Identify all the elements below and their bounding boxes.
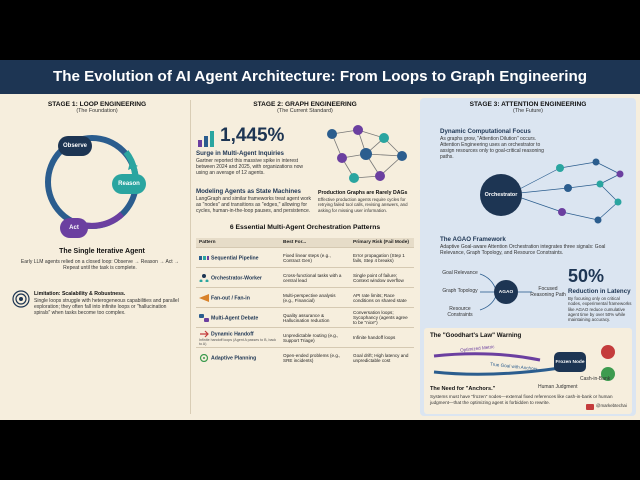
signal-graph-topology: Graph Topology — [442, 288, 478, 294]
focus-title: Dynamic Computational Focus — [440, 128, 531, 135]
stat-value: 1,445% — [220, 125, 285, 146]
latency-stat: 50% — [568, 266, 605, 286]
patterns-title: 6 Essential Multi-Agent Orchestration Pa… — [229, 224, 381, 231]
pattern-best: Fixed linear steps (e.g., Contract Gen) — [280, 247, 350, 268]
state-machine-text: LangGraph and similar frameworks treat a… — [196, 196, 312, 214]
pattern-name: Multi-Agent Debate — [211, 314, 259, 321]
table-header: Pattern — [196, 238, 280, 248]
frozen-node: Frozen Node — [554, 352, 586, 372]
orchestrator-icon — [199, 273, 209, 282]
dag-text: Effective production agents require cycl… — [318, 197, 408, 213]
stage3-panel: STAGE 3: ATTENTION ENGINEERING (The Futu… — [420, 98, 636, 416]
orchestrator-node: Orchestrator — [480, 174, 522, 216]
table-row: Orchestrator-Worker Cross-functional tas… — [196, 267, 414, 288]
focus-text: As graphs grow, "Attention Dilution" occ… — [440, 136, 544, 160]
human-label: Human Judgment — [538, 384, 578, 390]
pattern-name: Fan-out / Fan-in — [211, 294, 250, 301]
page-title: The Evolution of AI Agent Architecture: … — [0, 60, 640, 94]
bar-chart-icon — [198, 131, 214, 147]
stage3-subtitle: (The Future) — [513, 108, 543, 114]
agent-text: Early LLM agents relied on a closed loop… — [20, 259, 180, 271]
stat-text: Gartner reported this massive spike in i… — [196, 158, 304, 176]
loop-node-observe: Observe — [58, 136, 92, 156]
patterns-table: Pattern Best For... Primary Risk (Fail M… — [196, 238, 414, 367]
stat-label: Surge in Multi-Agent Inquiries — [196, 150, 284, 157]
goodhart-diagram — [433, 345, 615, 381]
limit-text: Single loops struggle with heterogeneous… — [34, 298, 179, 316]
stage2-title: STAGE 2: GRAPH ENGINEERING — [253, 101, 357, 108]
stage2-subtitle: (The Current Standard) — [277, 108, 333, 114]
table-row: Fan-out / Fan-in Multi-perspective analy… — [196, 287, 414, 308]
anchor-title: The Need for "Anchors." — [430, 386, 496, 392]
pattern-name: Sequential Pipeline — [211, 254, 259, 261]
agao-title: The AGAO Framework — [440, 236, 506, 243]
debate-icon — [199, 313, 209, 322]
limit-title: Limitation: Scalability & Robustness. — [34, 291, 126, 297]
video-icon — [586, 404, 594, 410]
handoff-icon — [200, 330, 209, 337]
agao-output: Focused Reasoning Path — [530, 286, 566, 298]
table-row: Adaptive Planning Open-ended problems (e… — [196, 347, 414, 367]
pattern-best: Open-ended problems (e.g., SRE incidents… — [280, 347, 350, 367]
table-header: Best For... — [280, 238, 350, 248]
graph-network-diagram — [327, 125, 407, 183]
stage1-panel: STAGE 1: LOOP ENGINEERING (The Foundatio… — [4, 98, 190, 416]
pattern-best: Cross-functional tasks with a central le… — [280, 267, 350, 288]
fan-icon — [199, 293, 209, 302]
loop-node-act: Act — [60, 218, 88, 238]
table-row: Sequential Pipeline Fixed linear steps (… — [196, 247, 414, 268]
pattern-best: Unpredictable routing (e.g., Support Tri… — [280, 327, 350, 348]
signal-resource-constraints: Resource Constraints — [447, 306, 473, 318]
stage2-panel: STAGE 2: GRAPH ENGINEERING (The Current … — [192, 98, 418, 416]
table-header-row: Pattern Best For... Primary Risk (Fail M… — [196, 238, 414, 248]
pattern-risk: Infinite handoff loops — [350, 327, 414, 348]
loop-arrow-icon — [128, 162, 138, 170]
state-machine-title: Modeling Agents as State Machines — [196, 188, 301, 195]
spiral-icon — [12, 290, 30, 308]
anchor-text: Systems must have "frozen" nodes—externa… — [430, 394, 613, 405]
agent-title: The Single Iterative Agent — [59, 248, 145, 255]
pattern-name: Orchestrator-Worker — [211, 274, 262, 281]
dag-title: Production Graphs are Rarely DAGs — [318, 190, 408, 196]
loop-node-reason: Reason — [112, 174, 146, 194]
pattern-name: Adaptive Planning — [211, 354, 257, 361]
pattern-risk: Single point of failure; Context window … — [350, 267, 414, 288]
pattern-name: Dynamic Handoff — [211, 330, 254, 337]
author-handle[interactable]: @markebtechai — [596, 403, 627, 408]
stage1-subtitle: (The Foundation) — [76, 108, 118, 114]
planning-icon — [199, 353, 209, 362]
pattern-risk: Conversation loops; Sycophancy (agents a… — [350, 307, 414, 328]
pattern-note: Infinite handoff loops (Agent A passes t… — [199, 337, 277, 346]
divider — [190, 100, 191, 414]
agao-node: AGAO — [494, 280, 518, 304]
stage3-title: STAGE 3: ATTENTION ENGINEERING — [469, 101, 587, 108]
table-header: Primary Risk (Fail Mode) — [350, 238, 414, 248]
pipeline-icon — [199, 255, 209, 260]
pattern-risk: Goal drift; High latency and unpredictab… — [350, 347, 414, 367]
goodhart-title: The "Goodhart's Law" Warning — [430, 332, 522, 339]
pattern-best: Quality assurance & Hallucination reduct… — [280, 307, 350, 328]
infographic: The Evolution of AI Agent Architecture: … — [0, 60, 640, 420]
agao-text: Adaptive Goal-aware Attention Orchestrat… — [440, 244, 606, 256]
table-row: Multi-Agent Debate Quality assurance & H… — [196, 307, 414, 328]
latency-text: By focusing only on critical nodes, expe… — [568, 296, 632, 323]
signal-goal-relevance: Goal Relevance — [442, 270, 478, 276]
cash-label: Cash-in-Bank — [580, 376, 611, 382]
stage1-title: STAGE 1: LOOP ENGINEERING — [47, 101, 147, 108]
pattern-risk: Error propagation (Step 1 fails, Step 4 … — [350, 247, 414, 268]
pattern-best: Multi-perspective analysis (e.g., Financ… — [280, 287, 350, 308]
pattern-risk: API rate limits; Race conditions on shar… — [350, 287, 414, 308]
latency-label: Reduction in Latency — [568, 288, 631, 295]
